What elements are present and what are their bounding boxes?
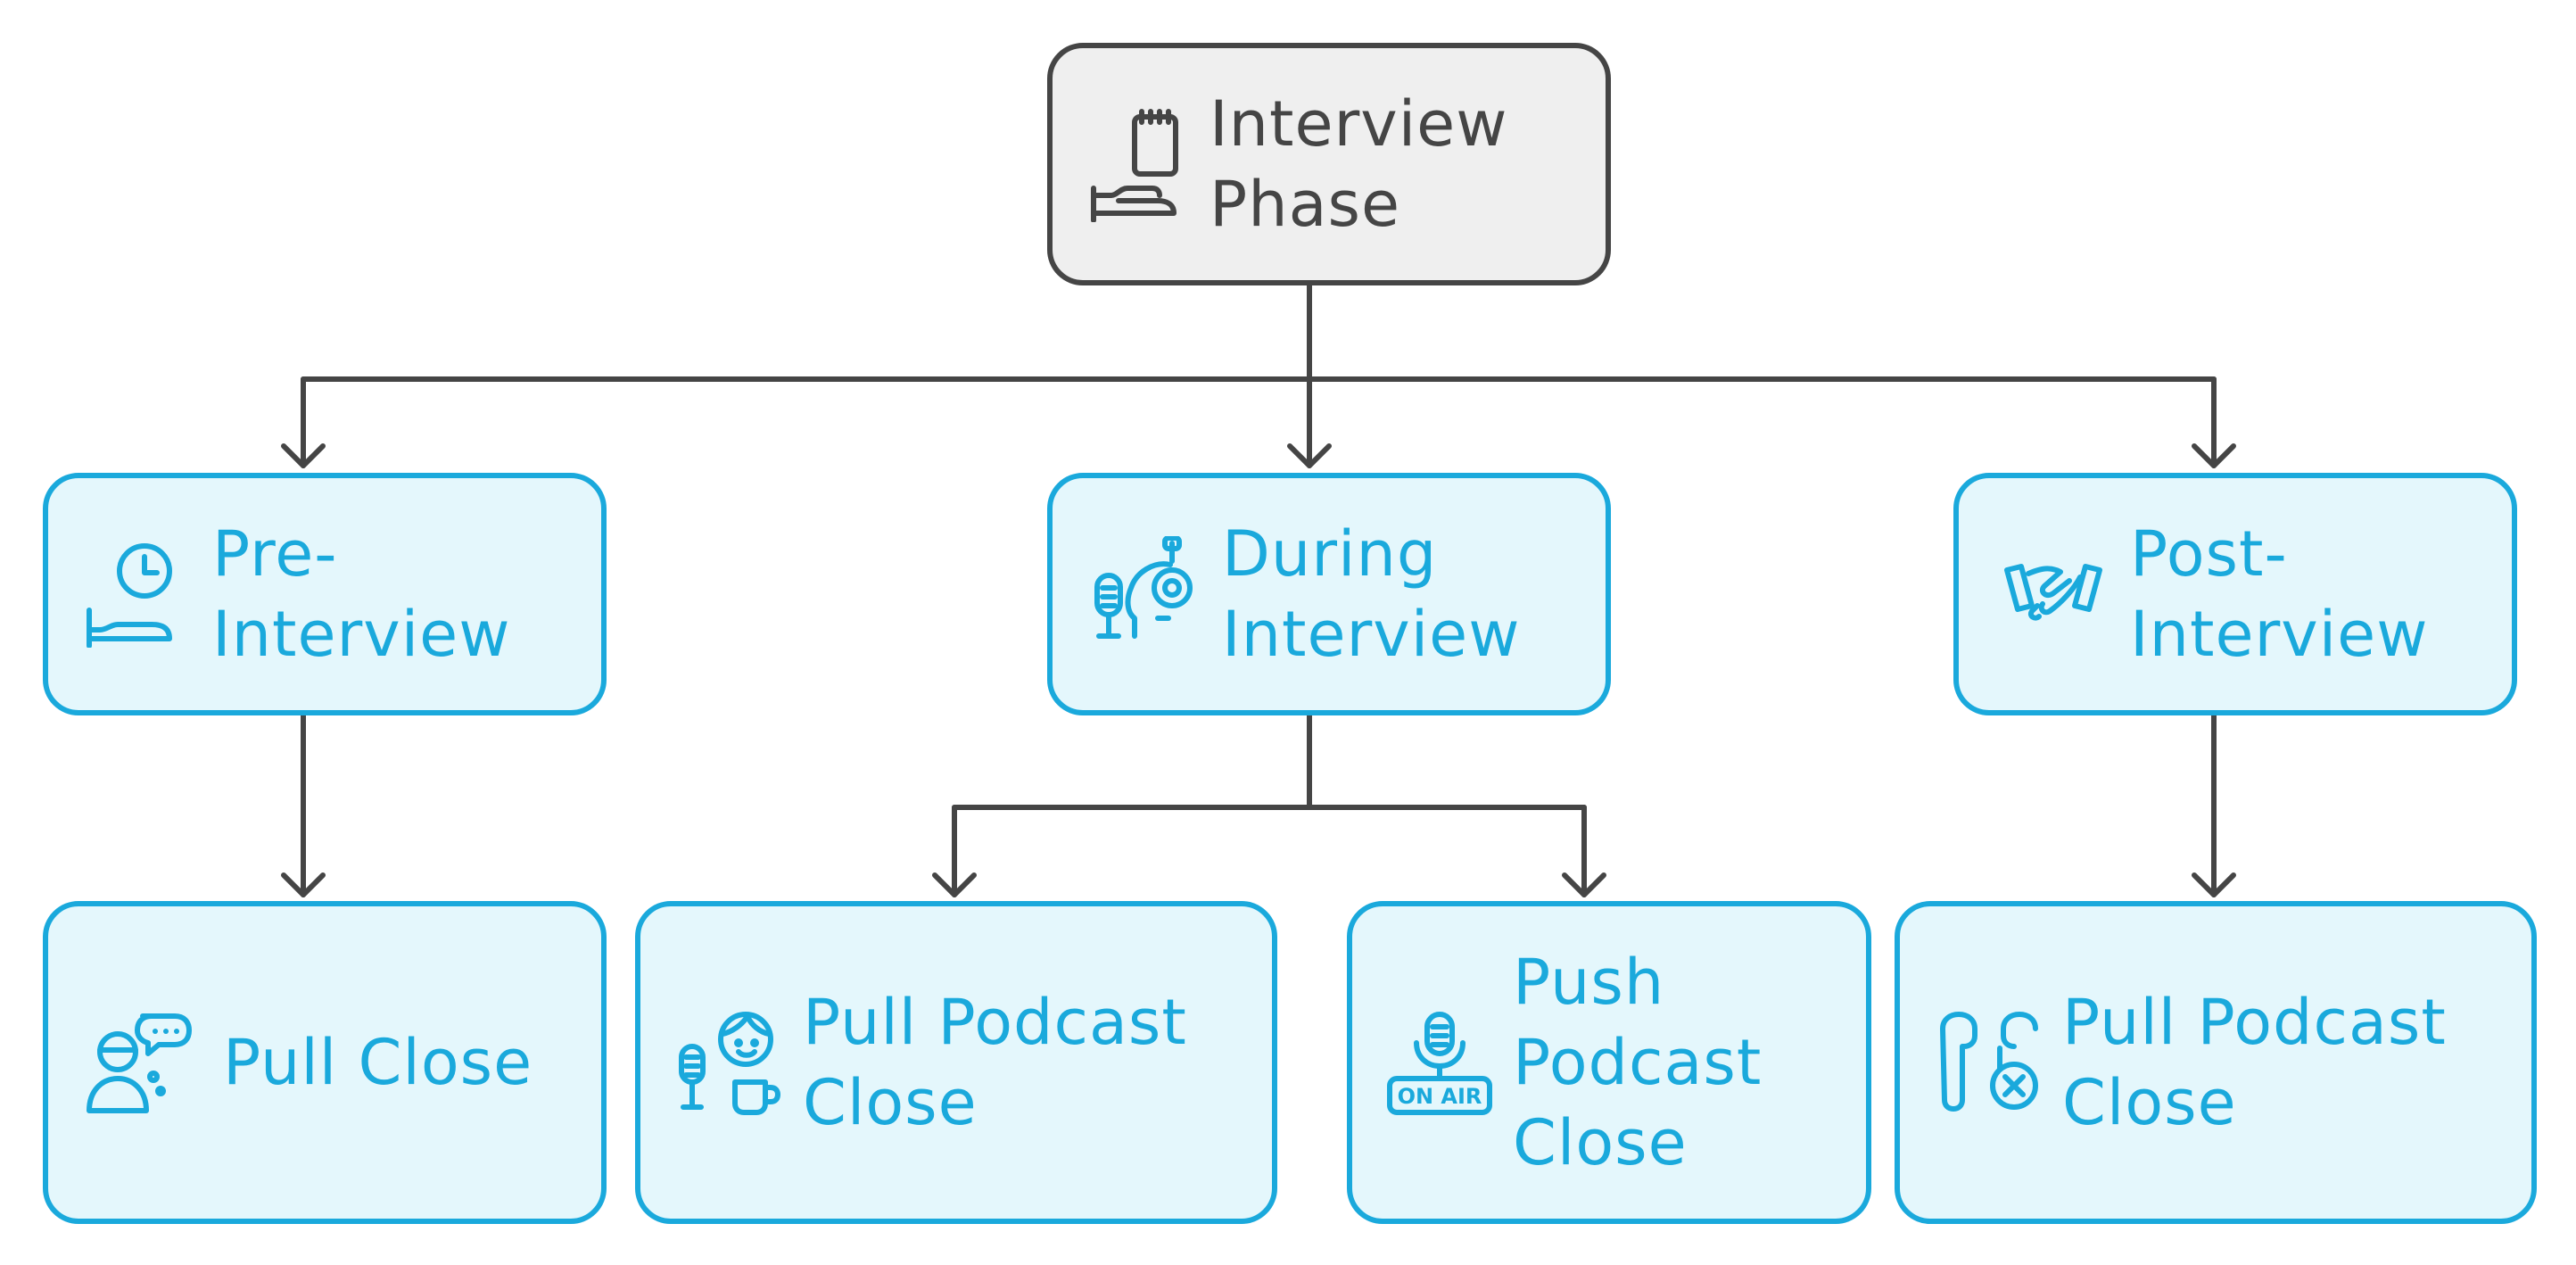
arrowhead-pre-interview <box>281 443 326 468</box>
node-label: Pull Podcast Close <box>2062 986 2447 1139</box>
node-interview-phase[interactable]: Interview Phase <box>1047 43 1611 285</box>
clock-hand-icon <box>87 543 172 648</box>
person-speech-bubble-icon <box>87 1013 192 1113</box>
podcaster-mic-mug-icon <box>679 1012 780 1115</box>
node-label: Push Podcast Close <box>1513 946 1763 1179</box>
node-pull-podcast-close-during[interactable]: Pull Podcast Close <box>635 901 1277 1224</box>
arrowhead-during-interview <box>1287 443 1332 468</box>
node-label: Post- Interview <box>2130 517 2429 671</box>
node-label: Pull Podcast Close <box>803 986 1187 1139</box>
node-label: Pull Close <box>223 1026 533 1099</box>
arrowhead-pull-podcast-close-1 <box>932 872 977 897</box>
node-pre-interview[interactable]: Pre- Interview <box>43 473 607 715</box>
node-push-podcast-close[interactable]: ON AIR Push Podcast Close <box>1347 901 1871 1224</box>
node-pull-close[interactable]: Pull Close <box>43 901 607 1224</box>
node-pull-podcast-close-post[interactable]: Pull Podcast Close <box>1895 901 2537 1224</box>
node-during-interview[interactable]: During Interview <box>1047 473 1611 715</box>
handshake-icon <box>2004 564 2102 621</box>
on-air-mic-icon: ON AIR <box>1387 1012 1492 1115</box>
node-label: Interview Phase <box>1210 87 1508 241</box>
arrowhead-push-podcast-close <box>1562 872 1606 897</box>
svg-text:ON AIR: ON AIR <box>1398 1084 1482 1109</box>
node-label: Pre- Interview <box>212 517 511 671</box>
arrowhead-pull-podcast-close-2 <box>2192 872 2236 897</box>
arrowhead-post-interview <box>2192 443 2236 468</box>
microphone-head-icon <box>1094 536 1193 639</box>
interview-notepad-icon <box>1091 109 1178 222</box>
node-post-interview[interactable]: Post- Interview <box>1953 473 2517 715</box>
arrowhead-pull-close <box>281 872 326 897</box>
earphones-x-icon <box>1940 1012 2038 1112</box>
node-label: During Interview <box>1222 517 1521 671</box>
